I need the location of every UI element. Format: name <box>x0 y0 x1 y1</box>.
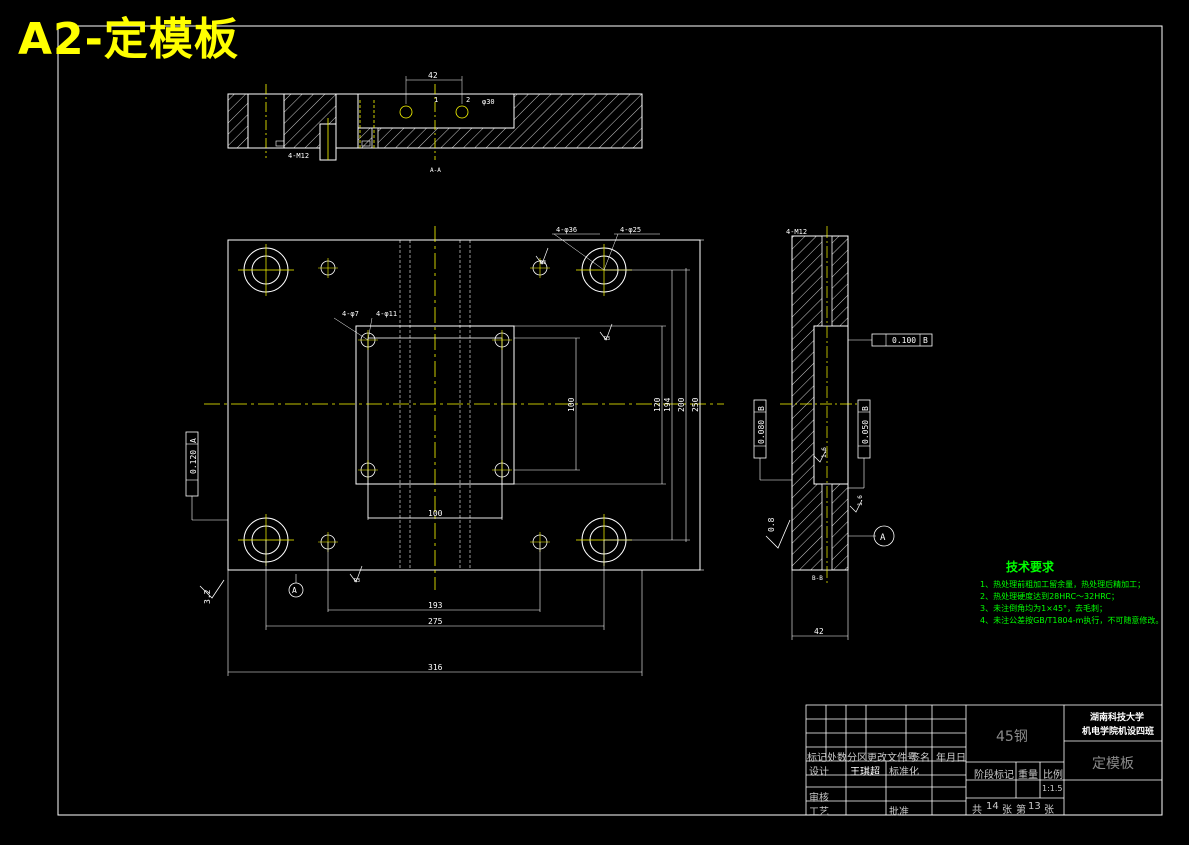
dim-inner-height: 100 <box>567 397 576 412</box>
label-holes-small2: 4-φ11 <box>376 310 397 318</box>
side-dim-thickness: 42 <box>814 627 824 636</box>
sheet-frame <box>57 25 1163 816</box>
tb-total: 共 <box>972 805 982 816</box>
label-holes-large: 4-φ36 <box>556 226 577 234</box>
drawing-title: A2-定模板 <box>18 14 239 65</box>
tb-designer: 王琪超 <box>850 767 880 778</box>
tech-note-2: 2、热处理硬度达到28HRC～32HRC； <box>980 592 1119 601</box>
tb-approve: 批准 <box>889 807 909 818</box>
roughness-mark-1: R3 <box>604 336 610 342</box>
tb-date: 年月日 <box>936 753 966 764</box>
tb-total-sheets: 14 <box>986 801 999 812</box>
label-holes-small: 4-φ7 <box>342 310 359 318</box>
dim-275: 275 <box>428 617 443 626</box>
top-dim-width: 42 <box>428 71 438 80</box>
label-holes-medium: 4-φ25 <box>620 226 641 234</box>
surface-roughness: 3.2 <box>203 589 212 604</box>
main-plan-view: 4-φ36 4-φ25 4-φ7 4-φ11 100 120 194 200 2… <box>185 226 724 676</box>
tb-count: 处数 <box>827 753 847 764</box>
tb-school-2: 机电学院机设四班 <box>1082 727 1155 737</box>
parallelism-1-value: 0.100 <box>892 336 916 345</box>
tb-sheet-word: 张 <box>1044 805 1054 816</box>
tb-this: 第 <box>1016 805 1026 816</box>
tb-standardize: 标准化 <box>889 767 919 778</box>
side-datum-marker: A <box>880 533 886 543</box>
tech-note-4: 4、未注公差按GB/T1804-m执行，不可随意修改。 <box>980 616 1164 625</box>
tb-change-doc: 更改文件号 <box>867 753 917 764</box>
top-tap-label: 4-M12 <box>288 152 309 160</box>
tb-scale: 比例 <box>1043 770 1063 781</box>
tb-stage-mark: 阶段标记 <box>974 770 1014 781</box>
parallelism-3-value: 0.050 <box>861 420 870 444</box>
side-section-label: B-B <box>812 575 823 582</box>
tb-design: 设计 <box>809 767 829 778</box>
side-roughness-mid: 1.6 <box>821 447 828 458</box>
parallelism-2-value: 0.080 <box>757 420 766 444</box>
tb-scale-value: 1:1.5 <box>1042 784 1063 793</box>
dim-200: 200 <box>677 397 686 412</box>
top-bore-label: φ30 <box>482 98 495 106</box>
tech-notes-title: 技术要求 <box>1006 560 1055 574</box>
dim-193: 193 <box>428 601 443 610</box>
tech-notes: 技术要求 1、热处理前粗加工留余量，热处理后精加工； 2、热处理硬度达到28HR… <box>980 558 1163 627</box>
datum-marker-main: A <box>292 586 297 595</box>
roughness-mark-3: R3 <box>540 260 546 266</box>
dim-120: 120 <box>653 397 662 412</box>
top-section-label: A-A <box>430 167 441 174</box>
tb-audit: 审核 <box>809 793 829 804</box>
top-section-view: 42 φ30 1 2 4-M12 A-A <box>227 71 643 174</box>
tb-signature: 签名 <box>910 753 930 764</box>
parallelism-3-datum: B <box>861 406 870 411</box>
side-roughness-right: 1.6 <box>857 495 864 506</box>
tech-note-1: 1、热处理前粗加工留余量，热处理后精加工； <box>980 580 1146 589</box>
tb-school-1: 湖南科技大学 <box>1090 713 1145 723</box>
tb-sheets-word: 张 <box>1002 805 1012 816</box>
flatness-value: 0.120 <box>189 450 198 474</box>
roughness-mark-2: R3 <box>354 578 360 584</box>
dim-194: 194 <box>663 397 672 412</box>
tb-part-name: 定模板 <box>1092 756 1134 772</box>
top-small-2: 2 <box>466 96 470 104</box>
parallelism-1-datum: B <box>923 336 928 345</box>
dim-316: 316 <box>428 663 443 672</box>
side-section-view: 4-M12 0.100 B 0.080 B 0.050 B 0.8 1.6 1.… <box>753 226 933 640</box>
title-block-grid <box>805 704 1163 816</box>
tb-material: 45钢 <box>996 729 1028 745</box>
flatness-datum: A <box>189 438 198 443</box>
side-roughness: 0.8 <box>767 517 776 532</box>
tb-mark: 标记 <box>807 753 827 764</box>
side-tap-label: 4-M12 <box>786 228 807 236</box>
tb-weight: 重量 <box>1018 770 1038 781</box>
top-small-1: 1 <box>434 96 438 104</box>
tb-process: 工艺 <box>809 807 829 818</box>
tb-sheet-no: 13 <box>1028 801 1041 812</box>
parallelism-2-datum: B <box>757 406 766 411</box>
dim-inner-width: 100 <box>428 509 443 518</box>
dim-250: 250 <box>691 397 700 412</box>
tech-note-3: 3、未注倒角均为1×45°，去毛刺； <box>980 604 1108 613</box>
tb-zone: 分区 <box>847 753 867 764</box>
